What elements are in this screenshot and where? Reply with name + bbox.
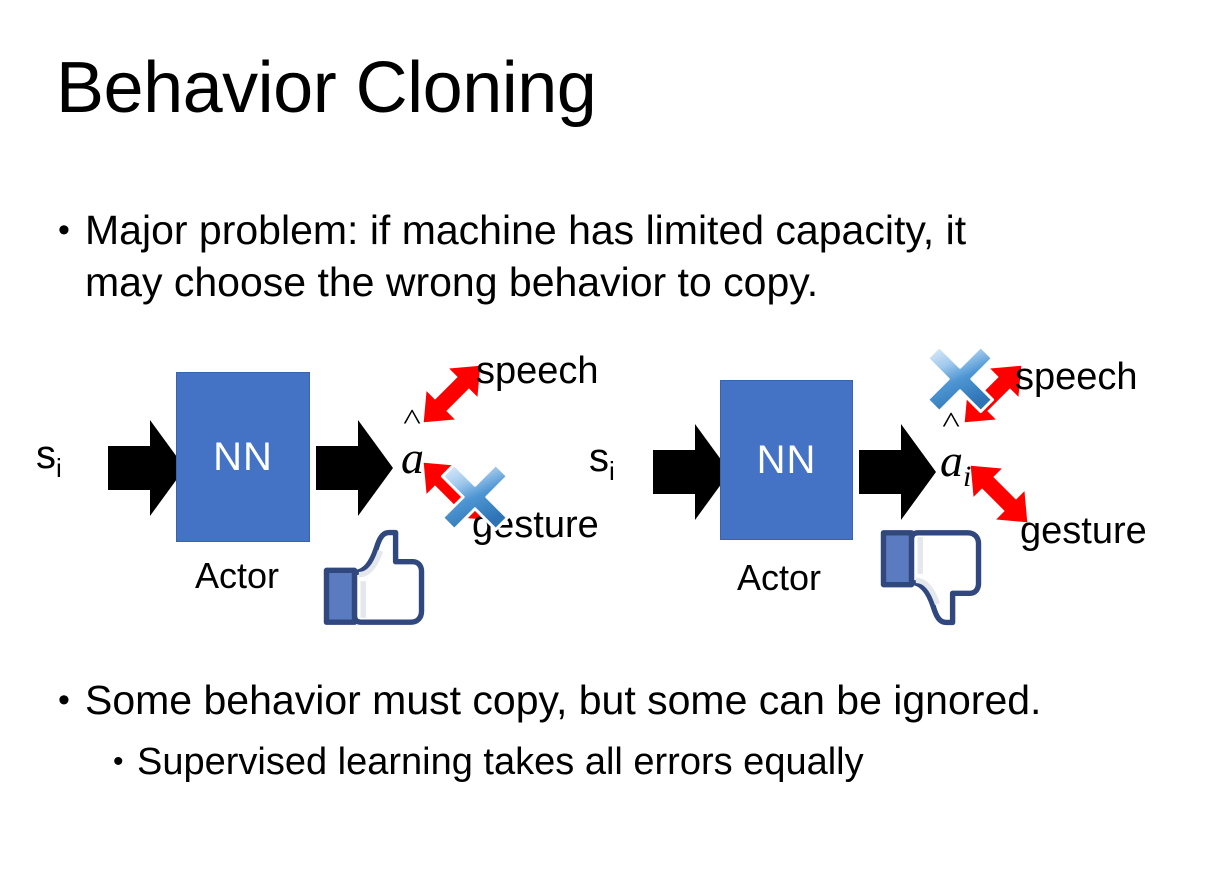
diagram-left: si NN Actor ai: [10, 330, 610, 640]
cross-icon-speech-right: [923, 342, 997, 421]
nn-box-label: NN: [213, 434, 273, 479]
thumbs-down-icon-right: [877, 522, 985, 635]
thumbs-up-icon-left: [320, 525, 428, 638]
input-state-label-right: si: [589, 436, 615, 486]
input-arrow-left: [108, 418, 186, 523]
diagram-right: si NN Actor ai: [565, 330, 1165, 640]
output-action-label-right: ai: [940, 438, 971, 492]
actor-caption-left: Actor: [195, 555, 280, 596]
output-arrow-left: [316, 418, 394, 523]
page-title: Behavior Cloning: [56, 48, 597, 128]
branch-label-gesture-right: gesture: [1020, 510, 1147, 552]
branch-arrow-speech-left: [406, 348, 498, 445]
bullet-top: • Major problem: if machine has limited …: [58, 204, 1148, 308]
output-arrow-right: [859, 422, 937, 527]
cross-icon-gesture-left: [438, 460, 512, 539]
bullet-bottom-level1: • Some behavior must copy, but some can …: [58, 674, 1178, 726]
branch-label-speech-right: speech: [1015, 356, 1138, 398]
branch-label-speech-left: speech: [476, 350, 599, 392]
bullet-marker: •: [113, 745, 124, 778]
bullet-bottom-level1-text: Some behavior must copy, but some can be…: [85, 677, 1042, 723]
actor-caption-right: Actor: [737, 557, 822, 598]
nn-box-label: NN: [756, 437, 817, 482]
input-state-label-left: si: [36, 433, 62, 483]
nn-box-left: NN: [176, 372, 310, 542]
bullet-bottom-level2-text: Supervised learning takes all errors equ…: [137, 741, 864, 783]
bullet-top-text: Major problem: if machine has limited ca…: [85, 207, 967, 305]
input-arrow-right: [653, 422, 731, 527]
bullet-marker: •: [58, 681, 70, 719]
bullet-marker: •: [58, 211, 70, 249]
branch-arrow-gesture-right: [953, 448, 1045, 545]
nn-box-right: NN: [720, 380, 853, 540]
bullet-bottom-level2: • Supervised learning takes all errors e…: [113, 736, 1173, 788]
